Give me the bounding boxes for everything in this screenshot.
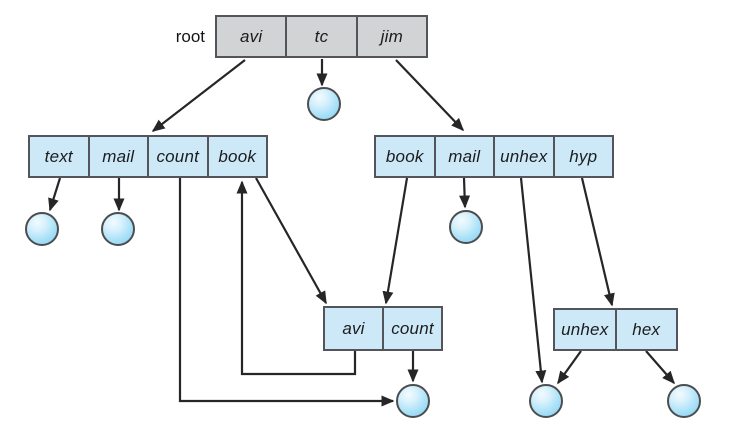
right-entry-hyp: hyp — [554, 137, 612, 176]
arrow-right-book-to-mid-dir — [382, 177, 409, 305]
arrow-left-book-to-mid-dir — [255, 177, 327, 305]
lower-entry-hex: hex — [616, 310, 676, 349]
file-icon-right-mail — [449, 210, 483, 244]
file-icon-left-mail — [101, 212, 135, 246]
arrow-hyp-to-lower-dir — [580, 177, 615, 307]
left-entry-mail: mail — [89, 137, 149, 176]
arrow-mid-avi-to-left-book — [236, 180, 357, 376]
file-icon-shared-count — [396, 384, 430, 418]
arrow-lower-hex-to-file — [645, 350, 675, 385]
middle-entry-avi: avi — [325, 308, 384, 349]
root-entry-tc: tc — [287, 17, 358, 56]
file-icon-shared-unhex — [529, 384, 563, 418]
arrow-right-mail-to-file — [459, 177, 471, 209]
middle-entry-count: count — [384, 308, 441, 349]
middle-directory-table: avi count — [323, 306, 443, 351]
lower-entry-unhex: unhex — [555, 310, 617, 349]
lower-right-directory-table: unhex hex — [553, 308, 678, 351]
root-label: root — [175, 26, 205, 46]
arrow-right-unhex-to-shared-file — [519, 177, 547, 384]
left-entry-book: book — [208, 137, 266, 176]
right-entry-unhex: unhex — [495, 137, 555, 176]
right-directory-table: book mail unhex hyp — [374, 135, 614, 178]
right-entry-book: book — [376, 137, 436, 176]
file-icon-text — [25, 212, 59, 246]
arrow-root-avi-to-left-dir — [151, 59, 246, 132]
arrow-left-count-to-shared-file — [178, 178, 395, 407]
file-icon-tc — [307, 87, 341, 121]
left-entry-text: text — [30, 137, 90, 176]
right-entry-mail: mail — [435, 137, 495, 176]
left-entry-count: count — [149, 137, 209, 176]
root-entry-jim: jim — [357, 17, 426, 56]
root-directory-table: avi tc jim — [215, 15, 428, 58]
root-entry-avi: avi — [217, 17, 288, 56]
arrow-root-jim-to-right-dir — [395, 59, 465, 132]
left-directory-table: text mail count book — [28, 135, 268, 178]
arrow-text-to-file — [48, 177, 62, 212]
arrow-lower-unhex-to-shared-file — [557, 350, 582, 385]
file-icon-hex — [667, 384, 701, 418]
